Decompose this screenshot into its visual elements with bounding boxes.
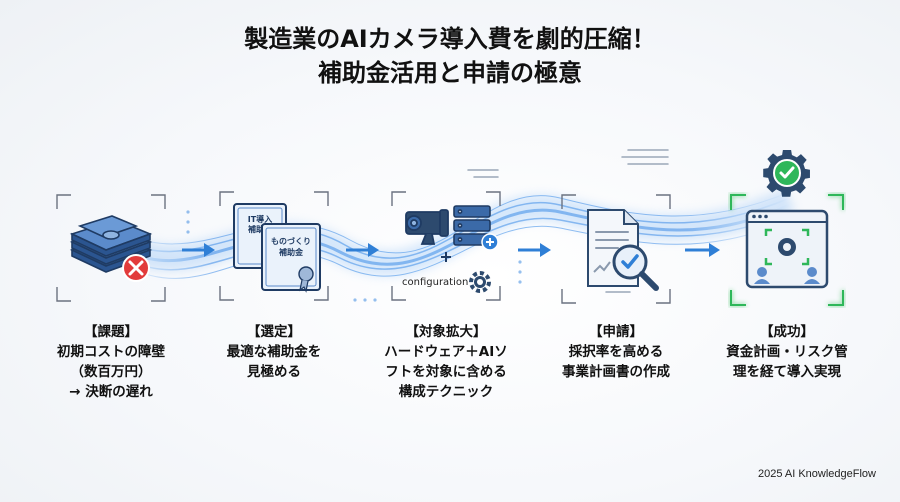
- step-caption-1: 【課題】 初期コストの障壁 （数百万円） → 決断の遅れ: [26, 322, 196, 402]
- arrow-right-icon: [182, 243, 215, 257]
- cert-front-line1: ものづくり: [271, 236, 311, 246]
- arrow-right-icon: [518, 243, 551, 257]
- step-caption-2: 【選定】 最適な補助金を 見極める: [189, 322, 359, 382]
- face-scan-monitor-icon: [745, 209, 829, 289]
- title-line-2: 補助金活用と申請の極意: [318, 59, 582, 87]
- step-text: 理を経て導入実現: [733, 364, 841, 380]
- step-frame-1: [55, 193, 167, 303]
- step-caption-3: 【対象拡大】 ハードウェア＋AIソ フトを対象に含める 構成テクニック: [361, 322, 531, 402]
- step-text: 採択率を高める: [568, 344, 664, 360]
- cert-back-line2: 補助金: [247, 224, 273, 234]
- page-title: 製造業のAIカメラ導入費を劇的圧縮！ 補助金活用と申請の極意: [0, 22, 900, 90]
- cert-back-line1: IT導入: [248, 214, 272, 224]
- step-caption-5: 【成功】 資金計画・リスク管 理を経て導入実現: [702, 322, 872, 382]
- step-heading: 【対象拡大】: [405, 324, 487, 340]
- step-caption-4: 【申請】 採択率を高める 事業計画書の作成: [531, 322, 701, 382]
- step-heading: 【課題】: [84, 324, 138, 340]
- success-gear-icon: [763, 150, 810, 197]
- step-frame-5: [728, 192, 845, 307]
- step-text: 見極める: [247, 364, 301, 380]
- step-heading: 【成功】: [760, 324, 814, 340]
- step-text: 構成テクニック: [398, 384, 494, 400]
- step-text: 最適な補助金を: [226, 344, 322, 360]
- arrow-right-icon: [685, 243, 720, 257]
- step-text: （数百万円）: [70, 364, 152, 380]
- step-text: フトを対象に含める: [385, 364, 507, 380]
- money-stack-cross-icon: [69, 215, 153, 282]
- arrow-right-icon: [346, 243, 379, 257]
- step-frame-4: [560, 193, 672, 304]
- footer-credit: 2025 AI KnowledgeFlow: [757, 468, 876, 480]
- step-frame-2: [218, 190, 330, 301]
- title-line-1: 製造業のAIカメラ導入費を劇的圧縮！: [244, 25, 656, 53]
- camera-server-gear-icon: [405, 205, 499, 293]
- step-text: ハードウェア＋AIソ: [384, 344, 508, 360]
- step-heading: 【申請】: [589, 324, 643, 340]
- step-text: 初期コストの障壁: [57, 344, 165, 360]
- certificates-icon: IT導入 補助金 ものづくり 補助金: [233, 203, 321, 293]
- configuration-label: configuration: [402, 277, 469, 288]
- document-magnifier-icon: [587, 209, 659, 291]
- step-text: → 決断の遅れ: [69, 384, 153, 400]
- cert-front-line2: 補助金: [278, 247, 304, 257]
- step-text: 事業計画書の作成: [562, 364, 670, 380]
- step-heading: 【選定】: [247, 324, 301, 340]
- step-text: 資金計画・リスク管: [726, 344, 848, 360]
- step-frame-3: [390, 190, 502, 301]
